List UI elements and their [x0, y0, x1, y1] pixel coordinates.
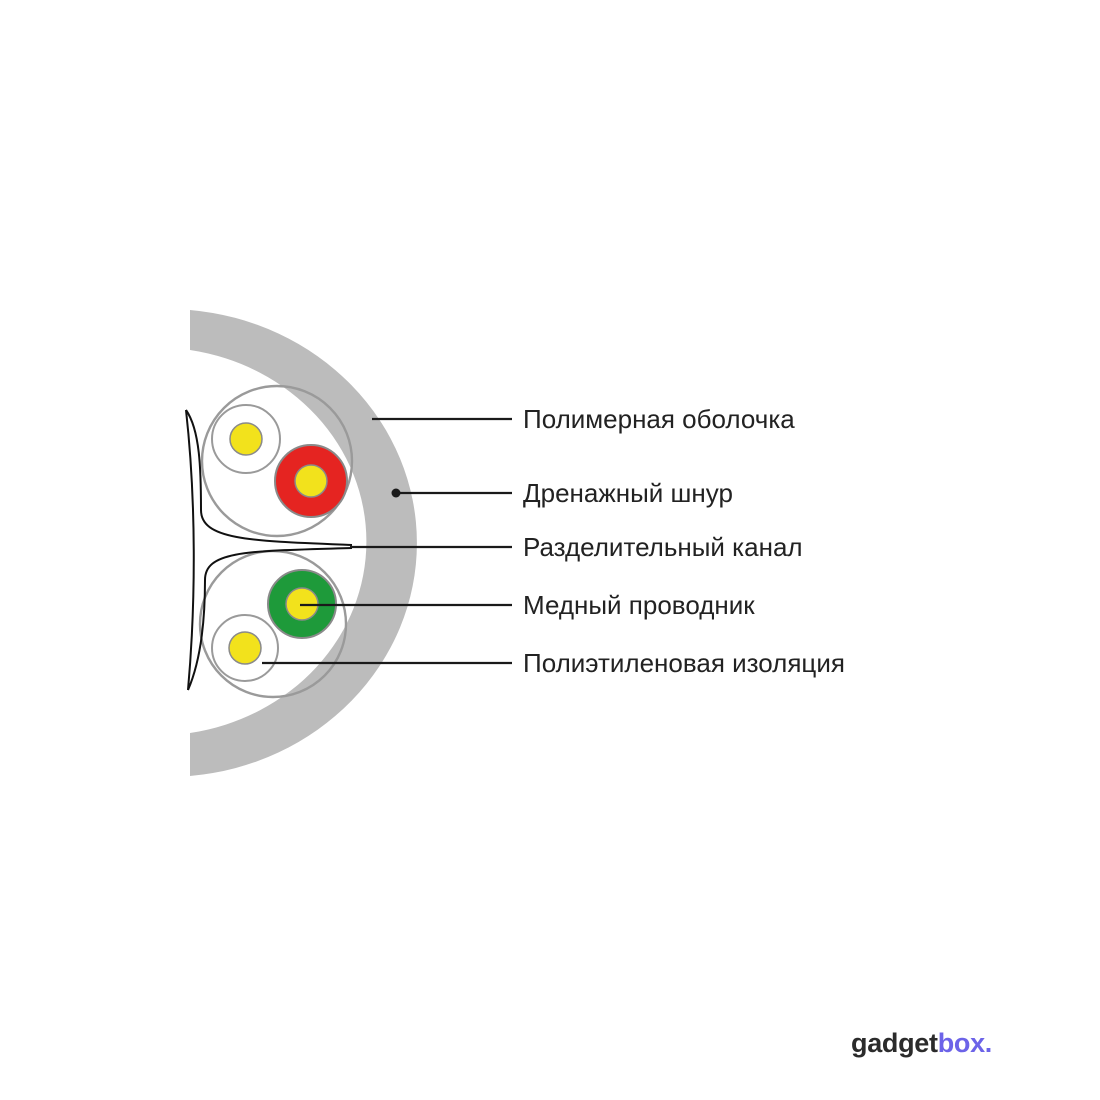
- separator-channel-edge: [185, 409, 195, 691]
- gadgetbox-logo: gadgetbox.: [851, 1028, 992, 1059]
- label-polymer-jacket: Полимерная оболочка: [523, 404, 795, 434]
- separator-channel-lower: [187, 547, 353, 691]
- logo-part-box: box.: [937, 1028, 993, 1058]
- drain-wire-dot: [391, 488, 401, 498]
- copper-conductor-red: [294, 464, 328, 498]
- label-separator-channel: Разделительный канал: [523, 532, 803, 562]
- copper-conductor-lower-white: [228, 631, 262, 665]
- separator-channel: [185, 409, 353, 546]
- label-polyethylene-insulation: Полиэтиленовая изоляция: [523, 648, 845, 678]
- upper-pair-outline: [200, 384, 354, 538]
- logo-part-gadget: gadget: [851, 1028, 938, 1058]
- label-copper-conductor: Медный проводник: [523, 590, 755, 620]
- label-drain-wire: Дренажный шнур: [523, 478, 733, 508]
- copper-conductor-upper-white: [229, 422, 263, 456]
- polymer-jacket: [190, 310, 417, 776]
